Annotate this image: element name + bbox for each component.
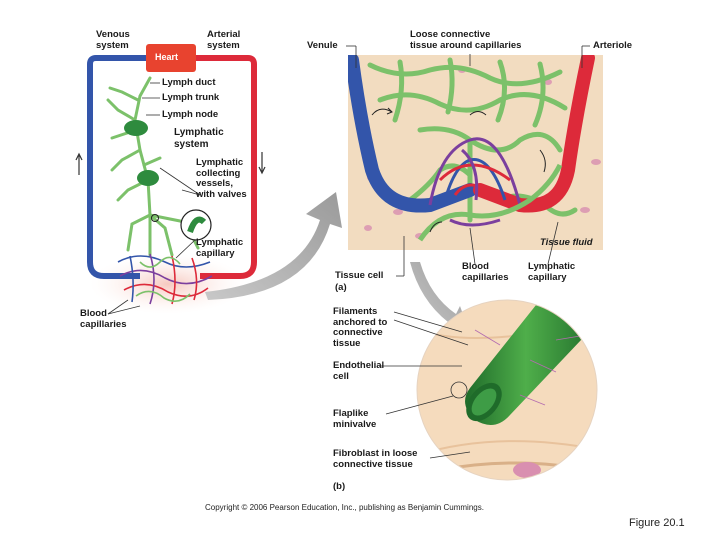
label-fibroblast: Fibroblast in loose connective tissue (333, 448, 418, 470)
lymph-node-lower (137, 170, 159, 186)
copyright-notice: Copyright © 2006 Pearson Education, Inc.… (205, 503, 484, 512)
lymph-node-upper (124, 120, 148, 136)
label-panel-b: (b) (333, 481, 346, 492)
label-lymph-duct: Lymph duct (162, 77, 216, 88)
label-arteriole: Arteriole (593, 40, 633, 51)
detail-leader-lines (346, 45, 590, 459)
label-lymphatic-system: Lymphatic system (174, 127, 224, 150)
label-loose-connective-tissue: Loose connective tissue around capillari… (410, 29, 522, 51)
panel-b-illustration (416, 299, 598, 481)
label-endothelial-cell: Endothelial cell (333, 360, 385, 382)
venous-vessel (87, 55, 150, 279)
label-flaplike-minivalve: Flaplike minivalve (333, 408, 377, 430)
arterial-vessel (196, 55, 257, 279)
label-lymphatic-capillary-right: Lymphatic capillary (528, 261, 576, 283)
label-tissue-cell: Tissue cell (335, 270, 384, 281)
label-lymph-trunk: Lymph trunk (162, 92, 220, 103)
label-blood-capillaries-left: Blood capillaries (80, 308, 127, 330)
label-lymphatic-capillary-left: Lymphatic capillary (196, 237, 244, 259)
label-lymphatic-collecting-vessels: Lymphatic collecting vessels, with valve… (196, 157, 247, 200)
label-panel-a: (a) (335, 282, 347, 293)
label-tissue-fluid: Tissue fluid (540, 237, 593, 248)
tissue-glow (90, 254, 246, 314)
label-arterial-system: Arterial system (207, 29, 241, 51)
label-heart: Heart (155, 52, 179, 62)
label-blood-capillaries-right: Blood capillaries (462, 261, 509, 283)
label-venule: Venule (307, 40, 338, 51)
label-filaments: Filaments anchored to connective tissue (333, 306, 388, 349)
overview-diagram (75, 44, 266, 315)
flow-arrow-down (258, 152, 266, 175)
heart-shape (146, 44, 196, 72)
tissue-small-circle (151, 214, 159, 222)
panel-a-illustration (348, 55, 603, 250)
zoom-arrow-a (205, 192, 342, 300)
label-lymph-node: Lymph node (162, 109, 219, 120)
figure-number: Figure 20.1 (629, 517, 685, 529)
minivalve-highlight (450, 381, 468, 399)
flow-arrow-up (75, 152, 83, 175)
capillary-bed (117, 253, 213, 305)
overview-leader-lines (107, 82, 201, 315)
label-venous-system: Venous system (96, 29, 130, 51)
